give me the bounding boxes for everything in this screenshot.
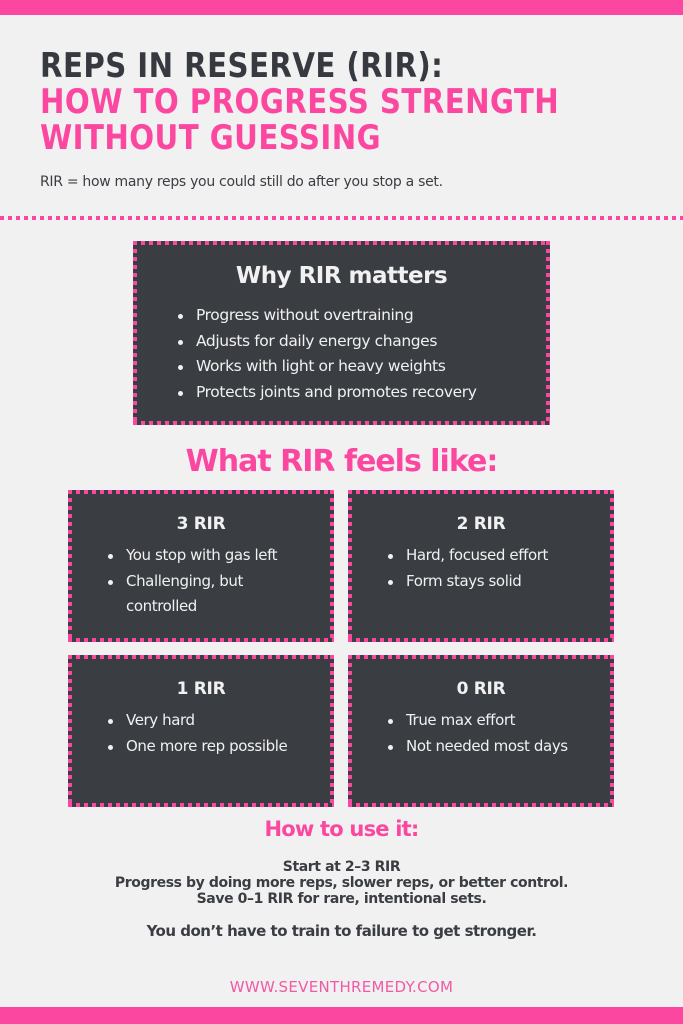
list-item: One more rep possible bbox=[106, 734, 316, 760]
closing-statement: You don’t have to train to failure to ge… bbox=[146, 922, 537, 940]
list-item: Very hard bbox=[106, 708, 316, 734]
dotted-divider bbox=[0, 216, 683, 220]
title-line-3: WITHOUT GUESSING bbox=[40, 118, 382, 158]
why-rir-matters-box: Why RIR matters Progress without overtra… bbox=[133, 241, 550, 425]
card-title: 3 RIR bbox=[176, 514, 226, 534]
title-line-2: HOW TO PROGRESS STRENGTH bbox=[40, 82, 560, 122]
rir-card-2: 2 RIR Hard, focused effort Form stays so… bbox=[348, 490, 614, 642]
top-accent-bar bbox=[0, 0, 683, 15]
list-item: Adjusts for daily energy changes bbox=[176, 329, 476, 355]
list-item: Not needed most days bbox=[386, 734, 596, 760]
rir-card-3: 3 RIR You stop with gas left Challenging… bbox=[68, 490, 334, 642]
card-title: 1 RIR bbox=[176, 679, 226, 699]
rir-card-0: 0 RIR True max effort Not needed most da… bbox=[348, 655, 614, 807]
what-rir-feels-like-heading: What RIR feels like: bbox=[185, 444, 499, 479]
instruction-line: Progress by doing more reps, slower reps… bbox=[114, 875, 569, 891]
card-title: 2 RIR bbox=[456, 514, 506, 534]
how-to-use-instructions: Start at 2–3 RIR Progress by doing more … bbox=[0, 859, 683, 907]
list-item: Works with light or heavy weights bbox=[176, 354, 476, 380]
card-title: 0 RIR bbox=[456, 679, 506, 699]
bottom-accent-bar bbox=[0, 1007, 683, 1024]
why-rir-list: Progress without overtraining Adjusts fo… bbox=[176, 303, 477, 406]
website-link[interactable]: WWW.SEVENTHREMEDY.COM bbox=[229, 978, 454, 996]
card-list: True max effort Not needed most days bbox=[386, 708, 596, 759]
list-item: Challenging, but controlled bbox=[106, 569, 316, 620]
list-item: Progress without overtraining bbox=[176, 303, 476, 329]
card-list: Hard, focused effort Form stays solid bbox=[386, 543, 596, 594]
how-to-use-heading: How to use it: bbox=[264, 817, 420, 841]
list-item: Form stays solid bbox=[386, 569, 596, 595]
rir-definition: RIR = how many reps you could still do a… bbox=[40, 174, 443, 190]
why-rir-title: Why RIR matters bbox=[235, 263, 448, 289]
instruction-line: Start at 2–3 RIR bbox=[282, 859, 401, 875]
page-title: REPS IN RESERVE (RIR): HOW TO PROGRESS S… bbox=[40, 48, 660, 156]
list-item: Hard, focused effort bbox=[386, 543, 596, 569]
list-item: You stop with gas left bbox=[106, 543, 316, 569]
rir-card-1: 1 RIR Very hard One more rep possible bbox=[68, 655, 334, 807]
list-item: Protects joints and promotes recovery bbox=[176, 380, 477, 406]
title-line-1: REPS IN RESERVE (RIR): bbox=[40, 46, 444, 86]
list-item: True max effort bbox=[386, 708, 596, 734]
card-list: Very hard One more rep possible bbox=[106, 708, 316, 759]
instruction-line: Save 0–1 RIR for rare, intentional sets. bbox=[196, 891, 487, 907]
card-list: You stop with gas left Challenging, but … bbox=[106, 543, 316, 620]
